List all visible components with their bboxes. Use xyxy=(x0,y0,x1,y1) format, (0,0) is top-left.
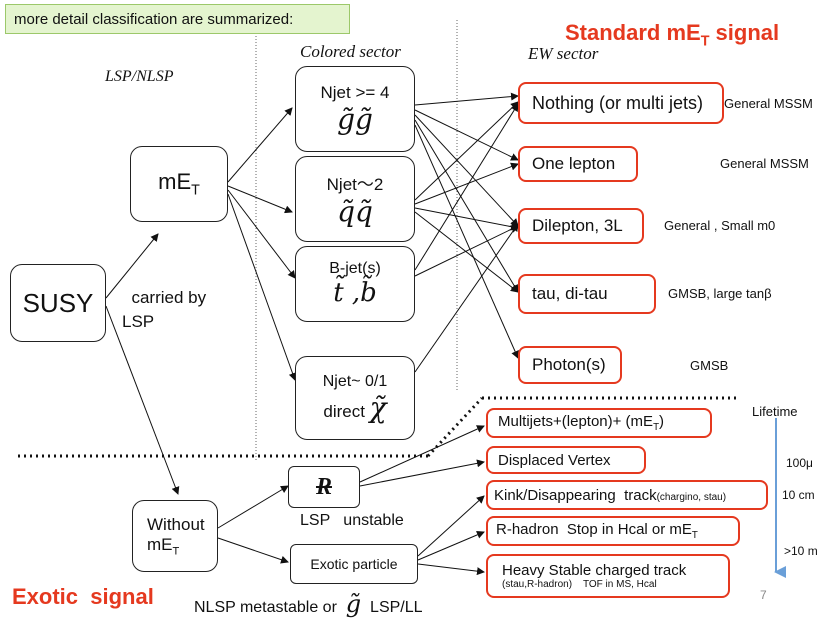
lifetime-title: Lifetime xyxy=(752,404,798,419)
exotic-particle-box: Exotic particle xyxy=(290,544,418,584)
nlsp-caption: NLSP metastable or g̃ LSP/LL xyxy=(194,590,423,618)
without-met-box: Without mET xyxy=(132,500,218,572)
header-colored: Colored sector xyxy=(300,42,401,61)
susy-box: SUSY xyxy=(10,264,106,342)
banner-text: more detail classification are summarize… xyxy=(14,10,294,28)
colored-direct-chi-box: Njet~ 0/1 direct χ̃ xyxy=(295,356,415,440)
lifetime-tick-3: >10 m xyxy=(784,544,818,558)
ew-dilepton-box: Dilepton, 3L xyxy=(518,208,644,244)
ew-one-lepton-note: General MSSM xyxy=(720,156,809,171)
exotic-multijets-box: Multijets+(lepton)+ (mET) xyxy=(486,408,712,438)
ew-one-lepton-box: One lepton xyxy=(518,146,638,182)
colored-squark-box: Njet～2 q̃q̃ xyxy=(295,156,415,242)
ew-nothing-note: General MSSM xyxy=(724,96,813,111)
ew-photon-box: Photon(s) xyxy=(518,346,622,384)
lifetime-tick-2: 10 cm xyxy=(782,488,815,502)
ew-tau-box: tau, di-tau xyxy=(518,274,656,314)
ew-dilepton-note: General , Small m0 xyxy=(664,218,776,233)
ew-tau-note: GMSB, large tanβ xyxy=(668,286,772,301)
exotic-displaced-vertex-box: Displaced Vertex xyxy=(486,446,646,474)
exotic-heavy-stable-box: Heavy Stable charged track (stau,R-hadro… xyxy=(486,554,730,598)
standard-title: Standard mET signal xyxy=(565,20,780,50)
met-box: mET xyxy=(130,146,228,222)
header-lsp: LSP/NLSP xyxy=(105,68,174,85)
header-ew: EW sector xyxy=(528,44,599,63)
carried-by-lsp-label: carried by LSP xyxy=(122,288,207,331)
exotic-rhadron-box: R-hadron Stop in Hcal or mET xyxy=(486,516,740,546)
ew-nothing-box: Nothing (or multi jets) xyxy=(518,82,724,124)
colored-gluino-box: Njet >= 4 g̃g̃ xyxy=(295,66,415,152)
rpv-caption: LSP unstable xyxy=(300,512,404,529)
rpv-box: R xyxy=(288,466,360,508)
exotic-title: Exotic signal xyxy=(12,584,154,609)
lifetime-tick-1: 100μ xyxy=(786,456,813,470)
page-number: 7 xyxy=(760,588,767,602)
exotic-kink-box: Kink/Disappearing track(chargino, stau) xyxy=(486,480,768,510)
exotic-divider-diagonal xyxy=(426,396,484,458)
ew-photon-note: GMSB xyxy=(690,358,729,373)
colored-stop-sbottom-box: B-jet(s) t̃ ,b̃ xyxy=(295,246,415,322)
banner: more detail classification are summarize… xyxy=(5,4,350,34)
